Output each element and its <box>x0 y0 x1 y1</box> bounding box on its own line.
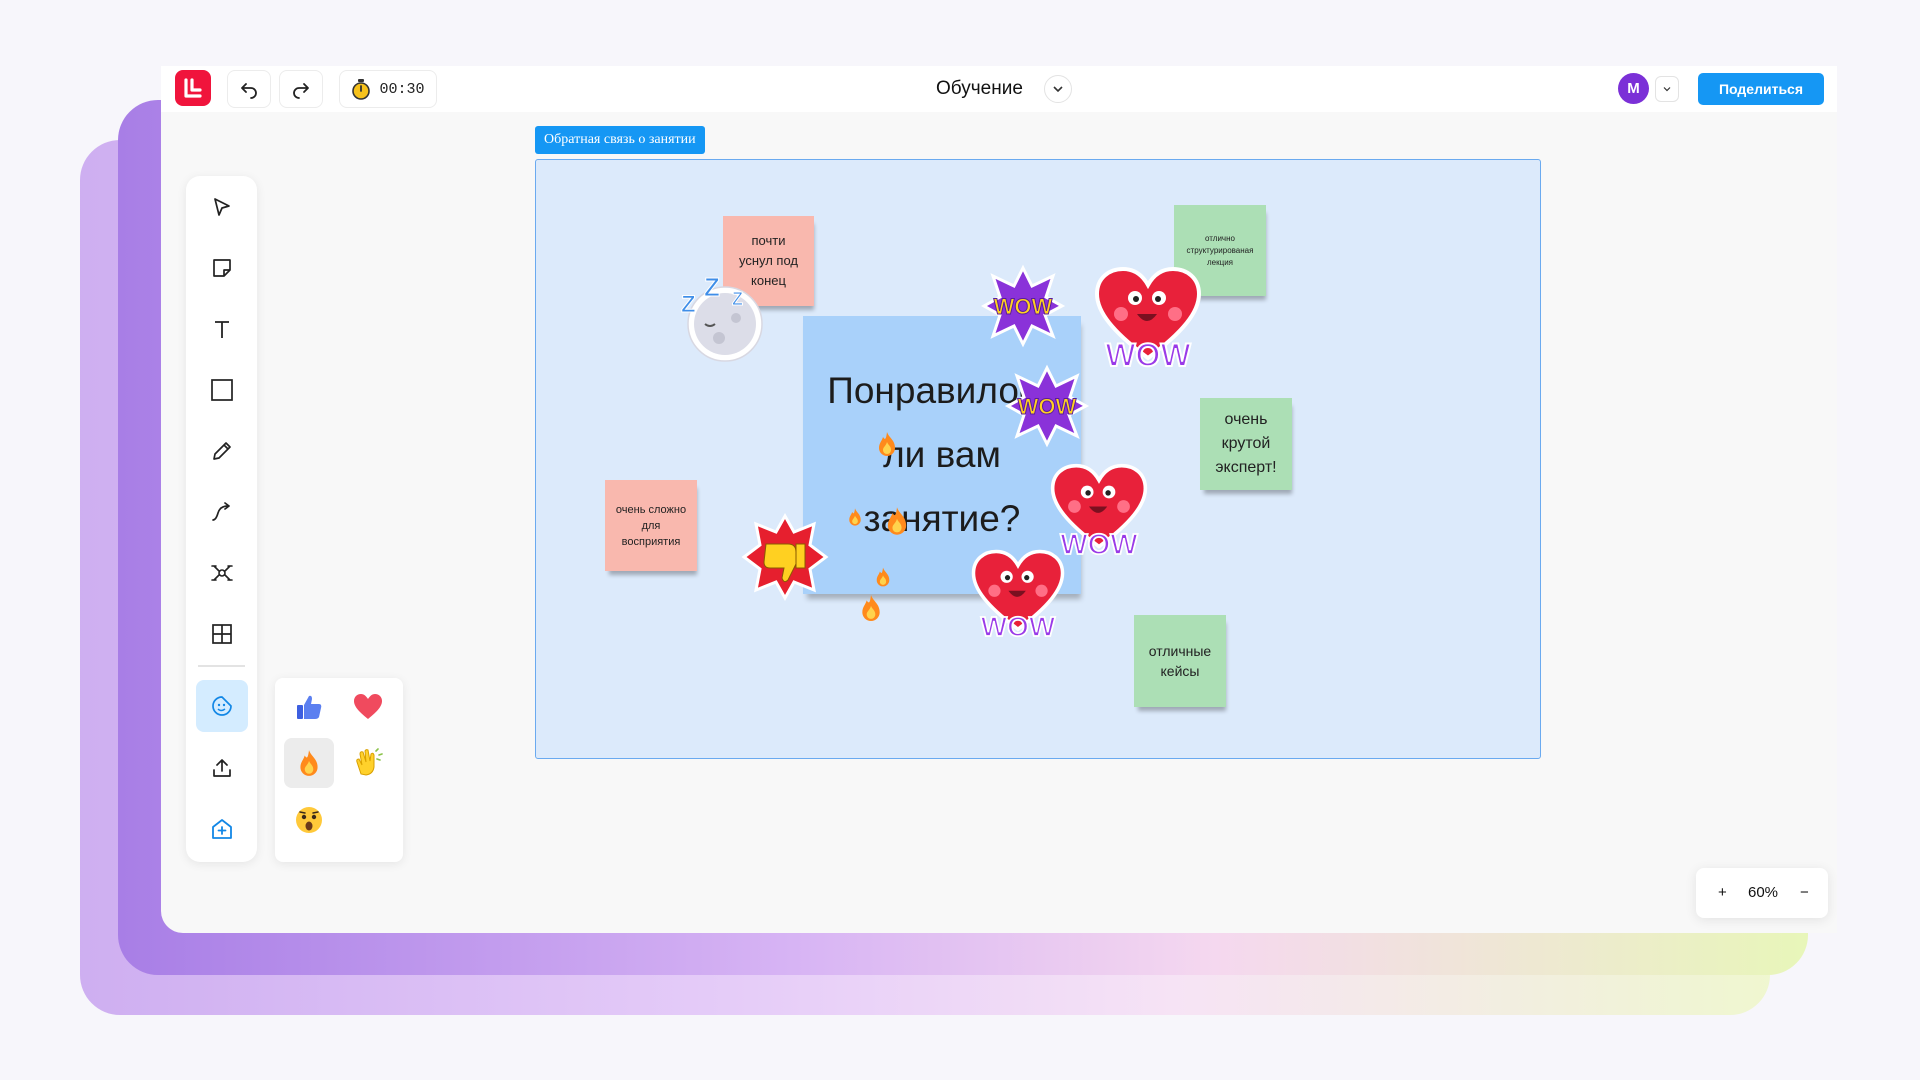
mindmap-icon <box>211 565 233 581</box>
wow-label: WOW <box>981 611 1056 642</box>
zzz-letter: Z <box>732 289 743 309</box>
wow-label: WOW <box>994 294 1053 319</box>
text-icon <box>215 321 229 338</box>
templates-tool[interactable] <box>196 803 248 855</box>
sleepy-moon-sticker[interactable]: Z Z Z <box>677 272 769 364</box>
table-tool[interactable] <box>196 608 248 660</box>
sticky-note-cases[interactable]: отличные кейсы <box>1134 615 1226 707</box>
stopwatch-icon <box>352 79 371 100</box>
reaction-surprised[interactable] <box>284 795 334 845</box>
reaction-clap[interactable] <box>343 738 393 788</box>
add-template-icon <box>212 819 232 839</box>
text-tool[interactable] <box>196 303 248 355</box>
zoom-control: + 60% − <box>1696 868 1828 918</box>
reaction-thumbs-up[interactable] <box>284 682 334 732</box>
sticky-note-hard[interactable]: очень сложно для восприятия <box>605 480 697 571</box>
fire-icon[interactable] <box>858 592 884 624</box>
reaction-heart[interactable] <box>343 682 393 732</box>
redo-button[interactable] <box>279 70 323 108</box>
left-toolbar <box>186 176 257 862</box>
reaction-fire[interactable] <box>284 738 334 788</box>
board-menu-button[interactable] <box>1044 75 1072 103</box>
cursor-icon <box>214 198 230 216</box>
question-text: Понравилось ли вам занятие? <box>827 370 1057 539</box>
thumbs-down-sticker[interactable] <box>741 512 829 602</box>
top-bar: 00:30 Обучение M Поделиться <box>161 66 1837 112</box>
note-text: отлично структурированая лекция <box>1186 233 1254 267</box>
wow-burst-sticker[interactable]: WOW <box>1004 364 1090 448</box>
zoom-out-button[interactable]: − <box>1800 884 1809 901</box>
zoom-level[interactable]: 60% <box>1748 884 1779 901</box>
table-icon <box>212 624 232 644</box>
sticker-tool[interactable] <box>196 680 248 732</box>
undo-icon <box>241 83 257 99</box>
users-menu-button[interactable] <box>1655 76 1679 102</box>
reactions-panel <box>275 678 403 862</box>
question-card[interactable]: Понравилось ли вам занятие? <box>803 316 1081 594</box>
zoom-in-button[interactable]: + <box>1718 884 1727 901</box>
chevron-down-icon <box>1053 86 1063 93</box>
zzz-letter: Z <box>681 291 696 318</box>
avatar[interactable]: M <box>1618 73 1649 104</box>
upload-icon <box>213 759 231 777</box>
fire-icon[interactable] <box>846 507 864 527</box>
thumbs-up-icon <box>297 695 322 719</box>
zzz-letter: Z <box>704 272 720 302</box>
sticker-icon <box>212 696 232 716</box>
rectangle-icon <box>211 379 233 401</box>
shape-tool[interactable] <box>196 364 248 416</box>
select-tool[interactable] <box>196 181 248 233</box>
wow-label: WOW <box>1018 394 1077 419</box>
heart-wow-sticker[interactable]: WOW <box>1049 462 1149 562</box>
upload-tool[interactable] <box>196 742 248 794</box>
sticky-note-expert[interactable]: очень крутой эксперт! <box>1200 398 1292 490</box>
heart-wow-sticker[interactable]: WOW <box>1093 266 1203 374</box>
undo-button[interactable] <box>227 70 271 108</box>
toolbar-divider <box>198 665 245 667</box>
redo-icon <box>293 83 309 99</box>
sticky-note-tool[interactable] <box>196 242 248 294</box>
wow-burst-sticker[interactable]: WOW <box>980 264 1066 348</box>
wow-label: WOW <box>1105 337 1191 373</box>
note-text: очень крутой эксперт! <box>1215 411 1277 476</box>
wow-label: WOW <box>1060 529 1138 561</box>
surprised-face-icon <box>296 807 322 833</box>
mindmap-tool[interactable] <box>196 547 248 599</box>
connector-tool[interactable] <box>196 486 248 538</box>
fire-icon[interactable] <box>873 566 893 588</box>
sticky-note-icon <box>213 259 231 277</box>
pencil-icon <box>213 442 231 460</box>
app-window: 00:30 Обучение M Поделиться Обратная свя… <box>161 66 1837 933</box>
fire-icon <box>300 750 318 776</box>
note-text: отличные кейсы <box>1148 643 1212 679</box>
frame-title[interactable]: Обратная связь о занятии <box>535 126 705 154</box>
clap-icon <box>356 748 383 776</box>
note-text: очень сложно для восприятия <box>615 503 687 548</box>
note-text: почти уснул под конец <box>738 233 798 288</box>
heart-wow-sticker[interactable]: WOW <box>970 548 1066 644</box>
chevron-down-icon <box>1663 87 1671 92</box>
connector-icon <box>212 502 230 521</box>
timer-value: 00:30 <box>379 80 425 98</box>
fire-icon[interactable] <box>875 430 899 458</box>
pen-tool[interactable] <box>196 425 248 477</box>
heart-icon <box>354 694 382 719</box>
share-button[interactable]: Поделиться <box>1698 73 1824 105</box>
fire-icon[interactable] <box>883 505 911 537</box>
app-logo-icon[interactable] <box>175 70 211 106</box>
timer-button[interactable]: 00:30 <box>339 70 437 108</box>
feedback-frame[interactable]: Понравилось ли вам занятие? почти уснул … <box>535 159 1541 759</box>
board-title[interactable]: Обучение <box>936 78 1023 99</box>
